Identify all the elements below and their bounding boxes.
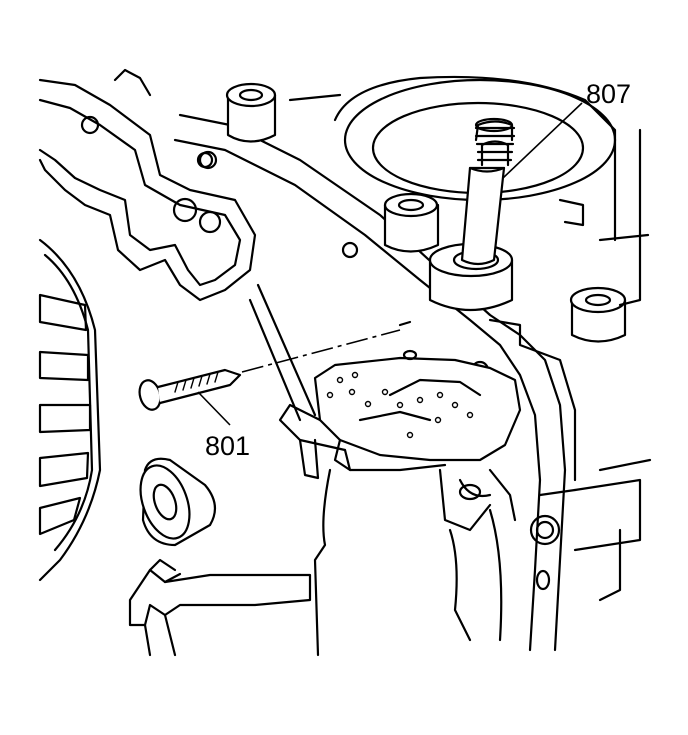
retaining-pin-801 <box>138 320 412 411</box>
manual-shaft-807 <box>428 117 516 312</box>
case-bosses <box>225 82 627 343</box>
callout-label-807: 807 <box>586 79 631 109</box>
lower-case-body <box>313 318 652 657</box>
lower-bracket <box>128 558 312 657</box>
detent-lever-plate <box>248 283 522 480</box>
seal-washer <box>139 457 217 547</box>
leader-801 <box>197 391 231 426</box>
callout-label-801: 801 <box>205 431 250 461</box>
left-bell-housing <box>38 238 102 582</box>
leader-807 <box>502 102 583 179</box>
valve-body-gasket-surface <box>38 68 257 302</box>
